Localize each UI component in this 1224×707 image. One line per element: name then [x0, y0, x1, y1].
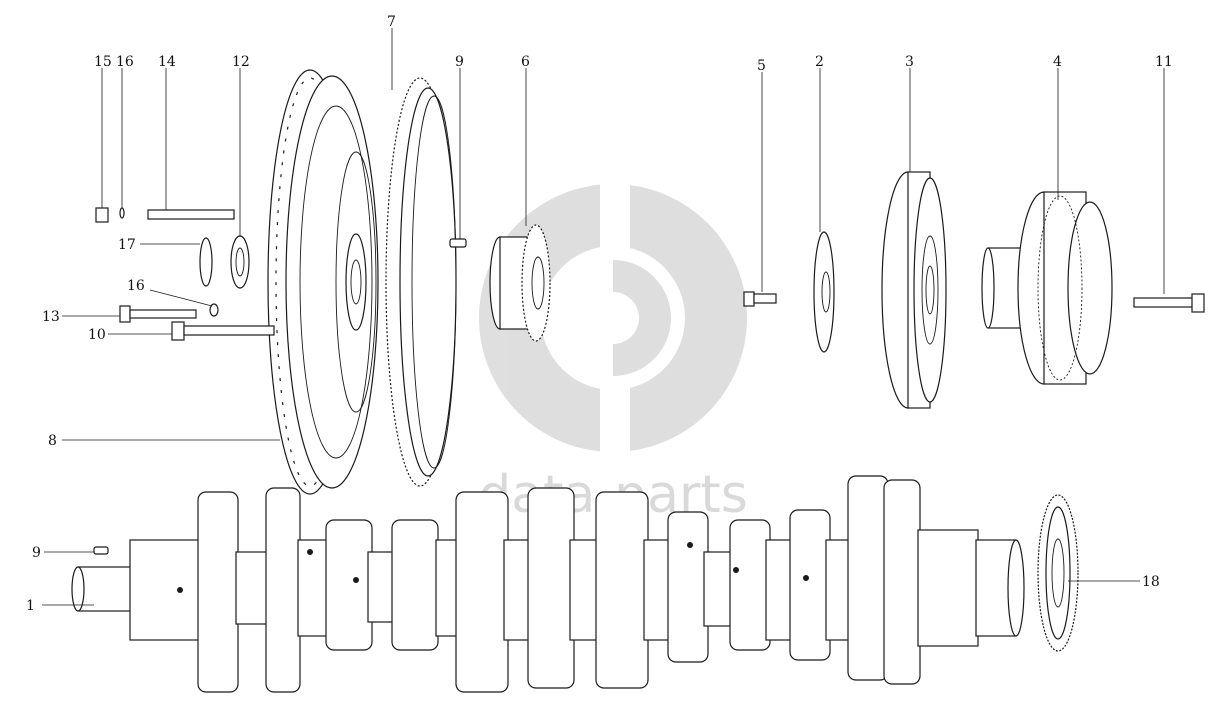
- crankshaft: [71, 475, 1025, 693]
- bolt-13: [119, 305, 197, 323]
- callout-9: 9: [32, 545, 41, 561]
- seal-12: [230, 235, 250, 289]
- callout-16: 16: [116, 54, 134, 70]
- callout-5: 5: [757, 58, 766, 74]
- callout-10: 10: [88, 327, 106, 343]
- crankshaft-gear: [1037, 494, 1079, 652]
- callout-18: 18: [1142, 574, 1160, 590]
- pulley: [981, 191, 1113, 385]
- bolt-5: [743, 291, 777, 307]
- callout-11: 11: [1155, 54, 1173, 70]
- callout-15: 15: [94, 54, 112, 70]
- callout-17: 17: [118, 237, 136, 253]
- gear: [489, 224, 551, 342]
- ring-gear: [385, 77, 457, 487]
- pin-14: [147, 209, 235, 220]
- dowel-pin-lower: [93, 546, 109, 555]
- washer-plate: [813, 231, 835, 353]
- callout-16: 16: [127, 278, 145, 294]
- callout-1: 1: [26, 598, 35, 614]
- callout-6: 6: [521, 54, 530, 70]
- callout-14: 14: [158, 54, 176, 70]
- flywheel: [267, 69, 379, 495]
- callout-9: 9: [455, 54, 464, 70]
- callout-7: 7: [387, 14, 396, 30]
- ring-16-mid: [209, 303, 219, 317]
- leader-lines: [42, 28, 1165, 606]
- callout-12: 12: [232, 54, 250, 70]
- vibration-damper: [881, 171, 947, 409]
- callout-3: 3: [905, 54, 914, 70]
- callouts: 15 16 14 12 7 9 6 5 2 3 4 11 17 16 13 10…: [26, 14, 1173, 614]
- ring-17: [199, 237, 213, 287]
- bolt-11: [1133, 293, 1205, 313]
- bolt-10: [171, 321, 275, 341]
- dowel-pin: [449, 238, 467, 248]
- callout-2: 2: [815, 54, 824, 70]
- callout-4: 4: [1053, 54, 1062, 70]
- callout-13: 13: [42, 309, 60, 325]
- ring-16-top: [119, 207, 125, 219]
- sleeve-15: [95, 207, 109, 223]
- callout-8: 8: [48, 433, 57, 449]
